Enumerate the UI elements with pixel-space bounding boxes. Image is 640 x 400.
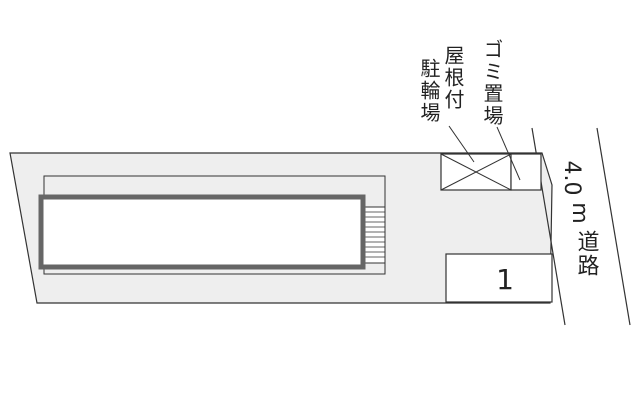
road-width-unit: m (567, 202, 592, 223)
staircase (364, 206, 386, 264)
garbage-leader-line (496, 126, 521, 181)
building-block (38, 194, 366, 270)
bicycle-label-parking: 駐輪場 (417, 58, 441, 124)
road-width-value: 4.0 (559, 161, 584, 196)
garbage-area-label: ゴミ置場 (480, 39, 504, 127)
road-label: 道路 (574, 230, 600, 278)
bicycle-label-roofed: 屋根付 (441, 45, 465, 111)
bicycle-leader-line (448, 125, 475, 163)
bicycle-parking-box (440, 153, 512, 191)
parking-space-1 (445, 253, 553, 303)
road-edge-right (596, 127, 631, 326)
garbage-area-box (510, 153, 542, 191)
parking-space-number: 1 (496, 263, 514, 296)
